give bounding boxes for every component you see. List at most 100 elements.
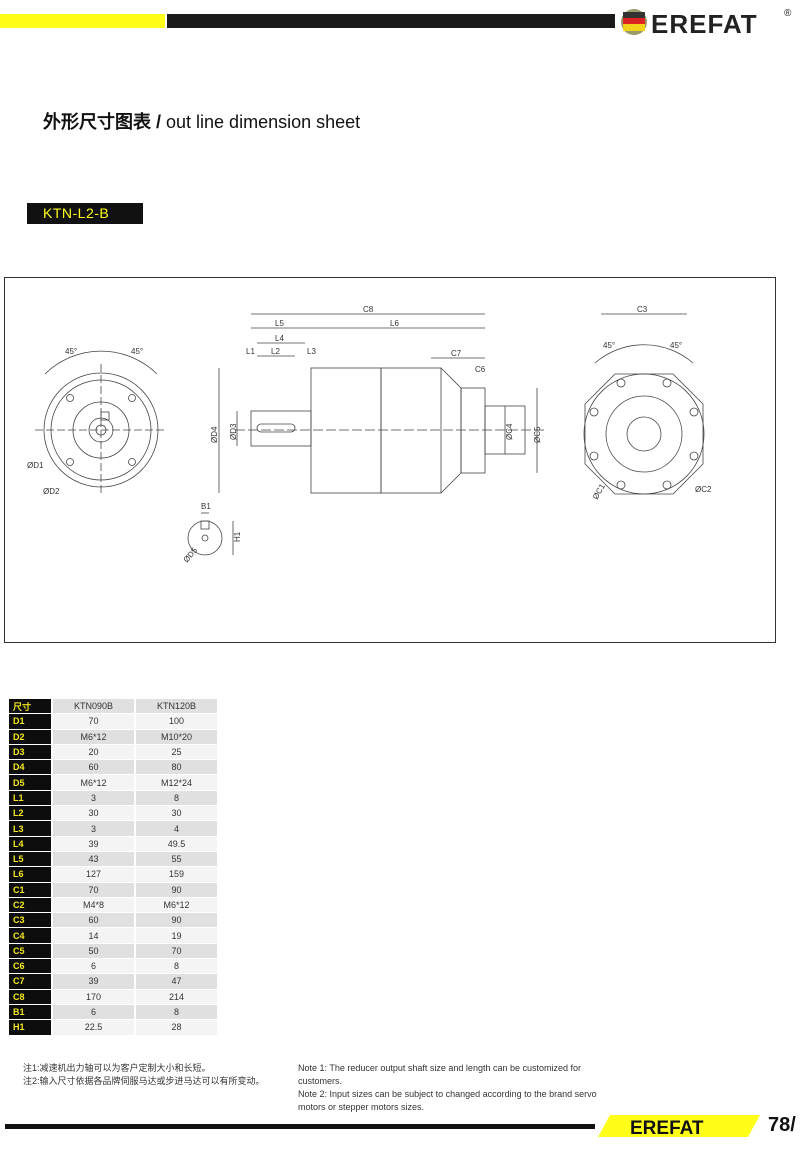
dimension-value: 20: [53, 744, 134, 760]
dimension-value: 70: [53, 882, 134, 897]
dimension-value: 127: [53, 867, 134, 882]
dimension-label: C1: [9, 882, 51, 897]
dimension-value: 39: [53, 836, 134, 851]
dimension-value: 14: [53, 928, 134, 943]
dimension-value: 43: [53, 851, 134, 867]
svg-text:ØD5: ØD5: [182, 545, 200, 564]
dimension-value: 22.5: [53, 1020, 134, 1035]
footer-logo: EREFAT: [598, 1115, 760, 1137]
notes-chinese: 注1:减速机出力轴可以为客户定制大小和长短。 注2:输入尺寸依据各品牌伺服马达或…: [23, 1062, 265, 1088]
svg-text:C6: C6: [475, 365, 486, 374]
svg-text:ØD2: ØD2: [43, 487, 60, 496]
dimension-value: 170: [53, 989, 134, 1004]
dimension-value: 6: [53, 1004, 134, 1020]
dimension-label: C3: [9, 913, 51, 928]
dimension-label: D3: [9, 744, 51, 760]
note-2-en: Note 2: Input sizes can be subject to ch…: [298, 1089, 597, 1112]
dimension-label: L3: [9, 821, 51, 836]
dimension-value: M6*12: [53, 729, 134, 744]
dimension-value: 70: [53, 714, 134, 729]
page-number: 78/: [768, 1114, 796, 1136]
dimension-label: H1: [9, 1020, 51, 1035]
dimension-value: M12*24: [136, 775, 217, 790]
svg-text:L6: L6: [390, 319, 399, 328]
dimension-value: M10*20: [136, 729, 217, 744]
model-tag: KTN-L2-B: [27, 203, 143, 224]
dimension-value: 28: [136, 1020, 217, 1035]
dimension-value: 8: [136, 790, 217, 806]
svg-text:L3: L3: [307, 347, 316, 356]
dimension-label: C4: [9, 928, 51, 943]
dimension-label: C6: [9, 959, 51, 974]
svg-text:45°: 45°: [65, 347, 77, 356]
dimension-value: KTN090B: [53, 699, 134, 714]
dimension-value: 90: [136, 913, 217, 928]
dimension-value: 30: [53, 806, 134, 821]
svg-text:ØC1: ØC1: [591, 482, 607, 501]
brand-logo: EREFAT ®: [621, 8, 792, 36]
svg-text:ØD4: ØD4: [210, 426, 219, 443]
dimension-value: M4*8: [53, 897, 134, 913]
dimension-label: L4: [9, 836, 51, 851]
svg-text:B1: B1: [201, 502, 211, 511]
note-2-cn: 注2:输入尺寸依据各品牌伺服马达或步进马达可以有所变动。: [23, 1076, 265, 1086]
svg-text:L1: L1: [246, 347, 255, 356]
dimension-label: D5: [9, 775, 51, 790]
svg-text:ØD1: ØD1: [27, 461, 44, 470]
svg-text:L4: L4: [275, 334, 284, 343]
dimension-label: D1: [9, 714, 51, 729]
dimension-value: 60: [53, 913, 134, 928]
dimension-value: 6: [53, 959, 134, 974]
header-yellow-bar: [0, 14, 165, 28]
svg-text:C3: C3: [637, 305, 648, 314]
svg-text:45°: 45°: [603, 341, 615, 350]
dimension-label: C5: [9, 943, 51, 959]
dimension-label: D2: [9, 729, 51, 744]
output-end-view: C3 45° 45° ØC1 ØC2: [583, 305, 712, 501]
dimension-value: 60: [53, 760, 134, 775]
dimension-value: 70: [136, 943, 217, 959]
dimension-value: 19: [136, 928, 217, 943]
dimension-value: 214: [136, 989, 217, 1004]
dimension-label: C2: [9, 897, 51, 913]
notes-english: Note 1: The reducer output shaft size an…: [298, 1062, 618, 1114]
dimension-label: L1: [9, 790, 51, 806]
svg-text:45°: 45°: [670, 341, 682, 350]
dimension-value: 159: [136, 867, 217, 882]
svg-text:ØC2: ØC2: [695, 485, 712, 494]
svg-text:EREFAT: EREFAT: [630, 1118, 704, 1137]
note-1-en: Note 1: The reducer output shaft size an…: [298, 1063, 582, 1086]
dimension-label: L6: [9, 867, 51, 882]
svg-text:C7: C7: [451, 349, 462, 358]
dimension-label: L2: [9, 806, 51, 821]
dimension-label: 尺寸: [9, 699, 51, 714]
dimension-value: M6*12: [53, 775, 134, 790]
header-black-bar: [167, 14, 615, 28]
dimension-value: 8: [136, 1004, 217, 1020]
dimension-label: C8: [9, 989, 51, 1004]
dimension-value: 49.5: [136, 836, 217, 851]
shaft-section-view: B1 H1 ØD5: [182, 502, 242, 564]
dimension-value: KTN120B: [136, 699, 217, 714]
svg-text:L5: L5: [275, 319, 284, 328]
dimension-value: 90: [136, 882, 217, 897]
dimension-value: 50: [53, 943, 134, 959]
